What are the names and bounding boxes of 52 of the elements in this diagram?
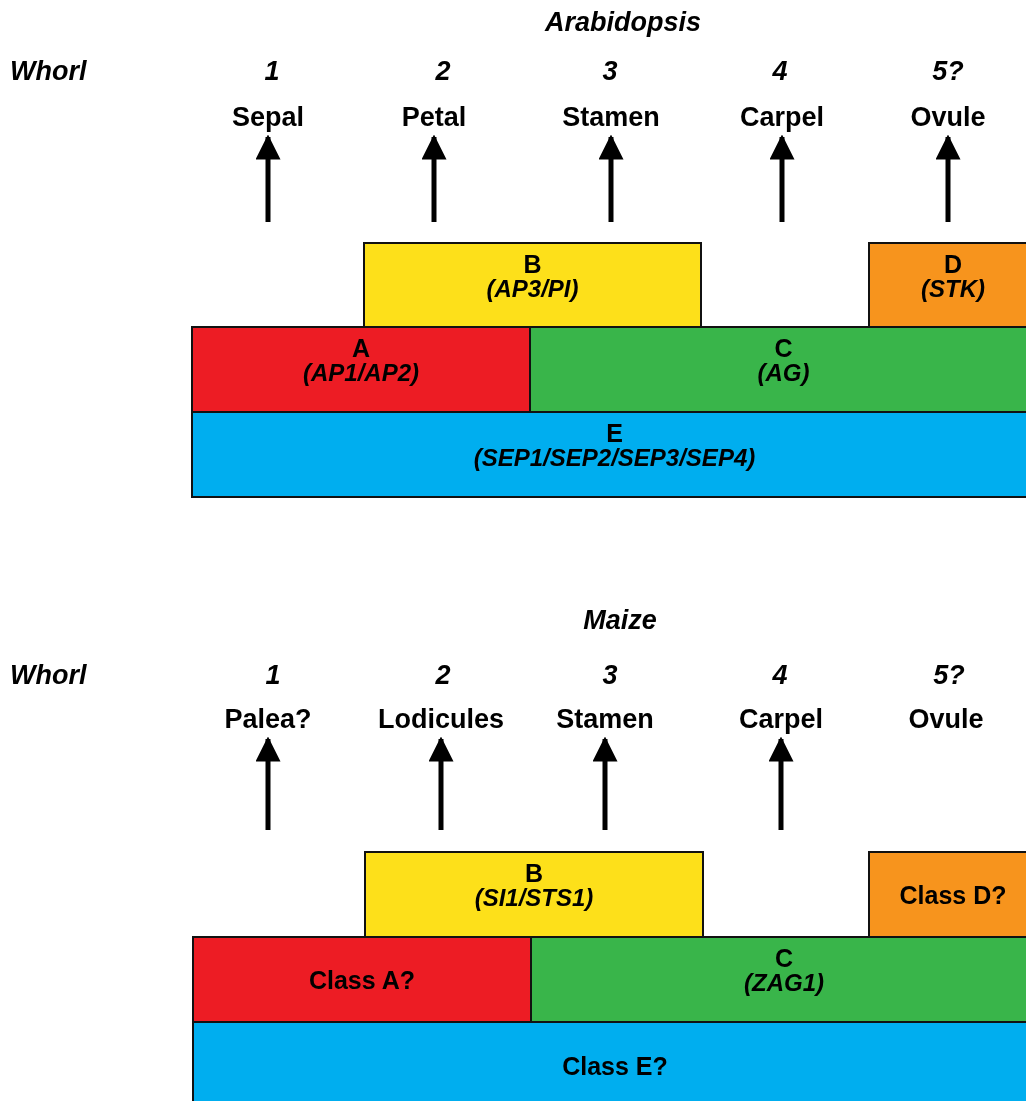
whorl-label: 5?	[932, 662, 966, 689]
class-label: B	[523, 252, 542, 276]
class-label: A	[351, 336, 371, 360]
species-title: Arabidopsis	[543, 9, 702, 36]
whorl-label: Whorl	[10, 662, 87, 689]
whorl-label: 2	[434, 662, 452, 689]
class-label: B	[524, 861, 544, 885]
arrow	[768, 736, 794, 830]
whorl-label: 3	[601, 662, 619, 689]
class-label: C	[774, 336, 793, 360]
whorl-label: 5?	[931, 58, 965, 85]
class-label: Class E?	[562, 1054, 668, 1078]
gene-class-box	[191, 411, 1026, 498]
gene-names: (SEP1/SEP2/SEP3/SEP4)	[473, 445, 756, 471]
gene-class-box	[529, 326, 1026, 413]
whorl-label: Whorl	[10, 58, 87, 85]
class-label: Class D?	[899, 882, 1007, 907]
species-title: Maize	[582, 607, 658, 634]
gene-class-box	[868, 242, 1026, 328]
arrow	[421, 134, 447, 222]
arrow	[255, 736, 281, 830]
class-label: D	[943, 252, 963, 276]
gene-class-box	[192, 1021, 1026, 1101]
class-label: C	[774, 946, 794, 970]
gene-class-box	[868, 851, 1026, 938]
whorl-label: 2	[434, 58, 452, 85]
arrow	[592, 736, 618, 830]
gene-class-box	[364, 851, 704, 938]
gene-class-box	[192, 936, 532, 1023]
arrow	[255, 134, 281, 222]
gene-names: (STK)	[921, 276, 985, 302]
class-label: E	[606, 421, 623, 445]
arrow	[769, 134, 795, 222]
whorl-label: 4	[771, 662, 789, 689]
arrow	[598, 134, 624, 222]
gene-class-box	[530, 936, 1026, 1023]
gene-names: (SI1/STS1)	[474, 885, 594, 911]
gene-names: (AP3/PI)	[486, 276, 579, 302]
whorl-label: 3	[601, 58, 619, 85]
organ-label: Palea?	[183, 701, 353, 737]
whorl-label: 1	[264, 662, 282, 689]
gene-class-box	[191, 326, 531, 413]
class-label: Class A?	[308, 967, 416, 992]
gene-names: (AP1/AP2)	[303, 360, 419, 386]
gene-class-box	[363, 242, 702, 328]
arrow	[428, 736, 454, 830]
whorl-label: 1	[263, 58, 281, 85]
gene-names: (ZAG1)	[744, 970, 824, 996]
organ-label: Stamen	[526, 99, 696, 135]
whorl-label: 4	[771, 58, 789, 85]
gene-names: (AG)	[757, 360, 810, 386]
arrow	[935, 134, 961, 222]
